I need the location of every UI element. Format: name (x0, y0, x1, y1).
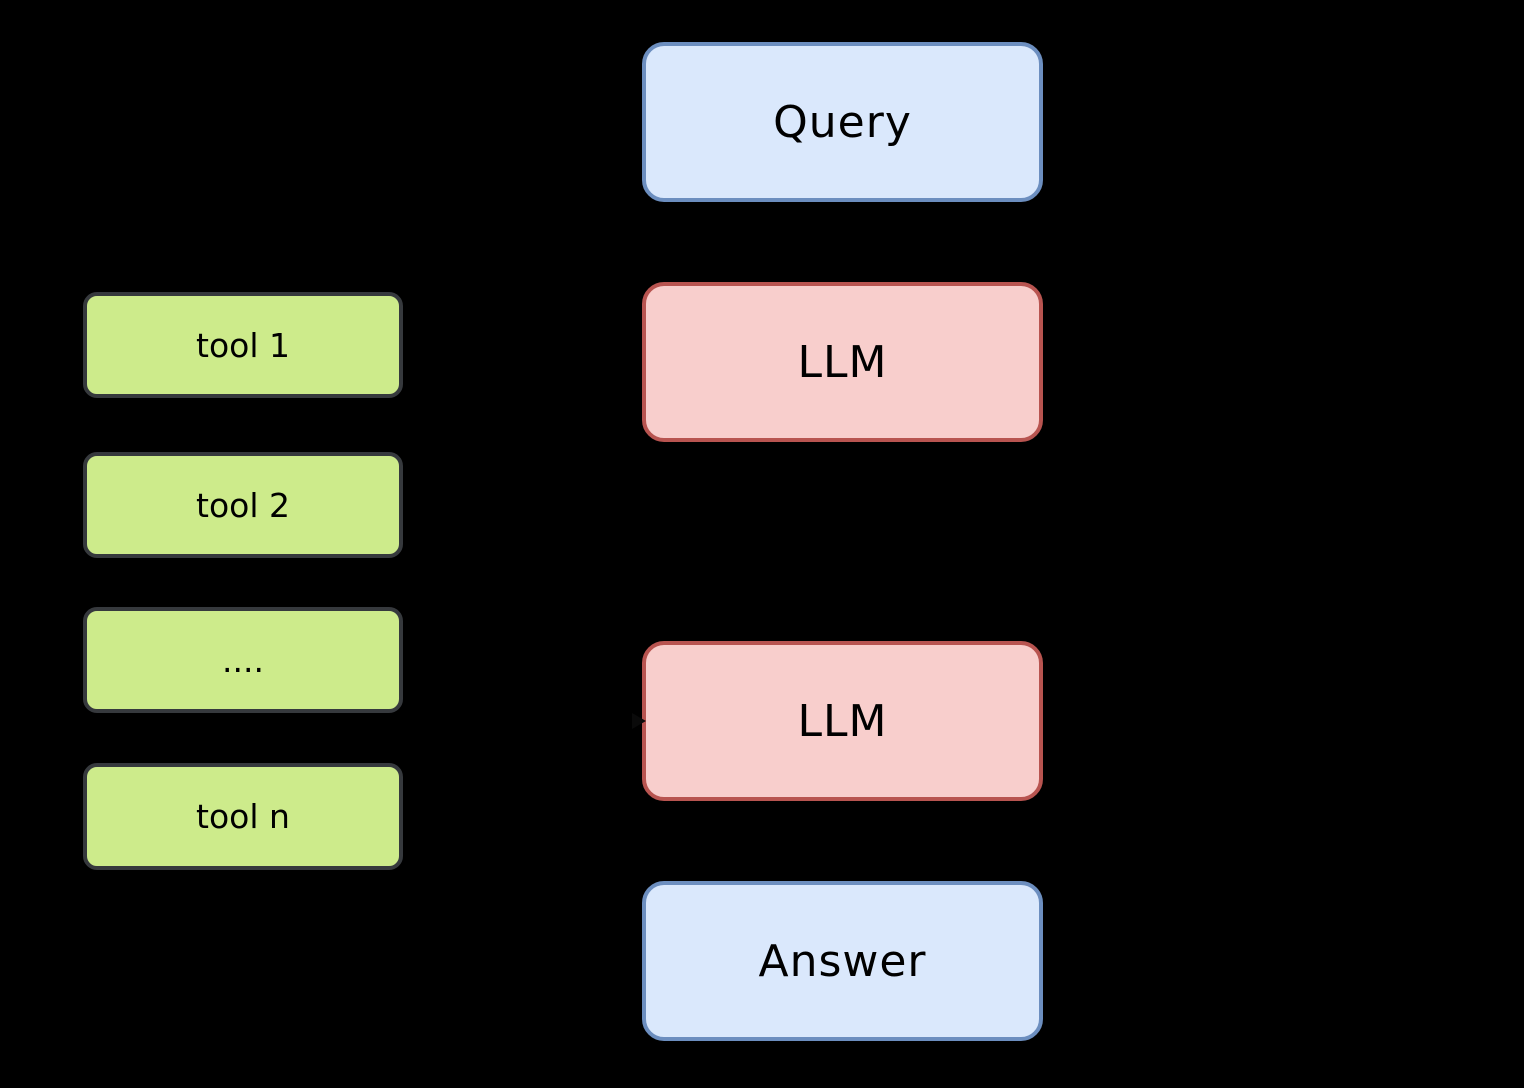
node-tool-ellipsis: .... (83, 607, 403, 713)
arrowhead-icon (632, 713, 646, 729)
node-tool-2: tool 2 (83, 452, 403, 558)
node-llm-top: LLM (642, 282, 1043, 442)
node-tool-n: tool n (83, 763, 403, 870)
node-tool-n-label: tool n (196, 797, 290, 836)
node-llm-bottom: LLM (642, 641, 1043, 801)
node-tool-2-label: tool 2 (196, 485, 290, 525)
node-tool-1-label: tool 1 (196, 325, 290, 365)
node-query-label: Query (773, 96, 912, 148)
node-llm-top-label: LLM (797, 336, 888, 388)
node-tool-ellipsis-label: .... (222, 640, 264, 680)
node-answer: Answer (642, 881, 1043, 1041)
node-tool-1: tool 1 (83, 292, 403, 398)
node-answer-label: Answer (758, 935, 927, 987)
node-llm-bottom-label: LLM (797, 695, 888, 747)
node-query: Query (642, 42, 1043, 202)
